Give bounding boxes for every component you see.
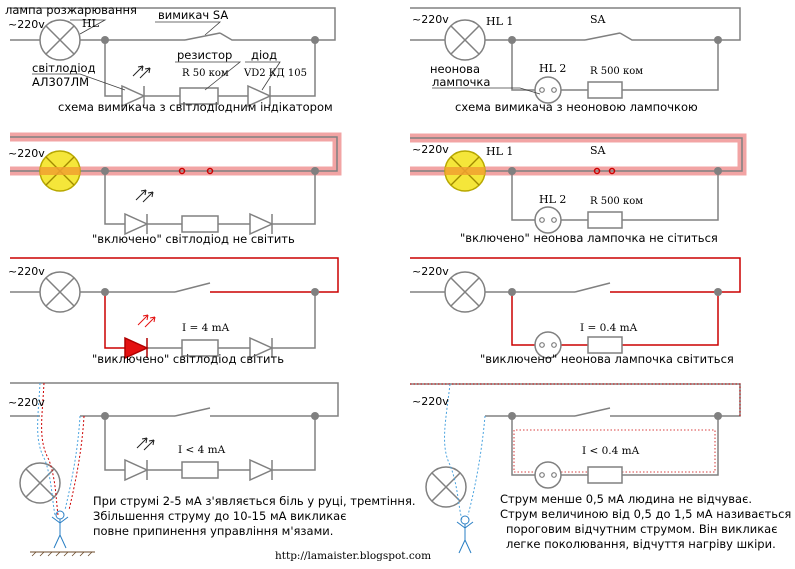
voltage-label: ~220v	[412, 143, 449, 156]
lamp-off-icon	[39, 271, 81, 313]
voltage-label: ~220v	[8, 18, 45, 31]
led-model: АЛ307ЛМ	[32, 75, 89, 89]
panel-1-led-indicator: ~220v лампа розжарювання HL вимикач SA с…	[5, 3, 336, 114]
led-icon	[124, 213, 148, 235]
lamp-id: HL 1	[486, 145, 513, 158]
panel-3-switch-on-led: ~220v "включено" світлодіод не світить	[8, 132, 342, 246]
switch-id: SA	[590, 13, 607, 26]
voltage-label: ~220v	[8, 147, 45, 160]
resistor-icon	[587, 336, 623, 354]
lamp-id: HL	[82, 17, 100, 30]
led-label: світлодіод	[32, 61, 96, 75]
panel-2-caption: схема вимикача з неоновою лампочкою	[455, 100, 698, 114]
current-label: I = 0.4 mA	[580, 322, 638, 334]
panel-2-neon-indicator: ~220v HL 1 SA неонова лампочка HL 2 R 50…	[410, 7, 741, 114]
panel-7-touch-led: ~220v I < 4 mA При струмі 2-5 мА з'являє…	[8, 382, 416, 557]
switch-id: SA	[590, 144, 607, 157]
panel-1-caption: схема вимикача з світлодіодним індікатор…	[58, 100, 333, 114]
info-text-1: Струм менше 0,5 мА людина не відчуває.	[500, 492, 752, 506]
resistor-icon	[181, 339, 219, 357]
info-text-4: легке поколювання, відчуття нагріву шкір…	[506, 537, 776, 551]
neon-label: неонова	[430, 62, 480, 76]
info-text-2: Струм величиною від 0,5 до 1,5 мА назива…	[500, 507, 791, 521]
diode-label: діод	[251, 48, 277, 62]
light-emission-icon	[135, 189, 154, 203]
lamp-id: HL 1	[486, 15, 513, 28]
current-label: I < 0.4 mA	[582, 445, 640, 457]
lamp-label: лампа розжарювання	[5, 3, 137, 17]
led-icon	[124, 459, 148, 481]
lamp-off-icon	[425, 466, 467, 508]
resistor-label: резистор	[177, 48, 232, 62]
diode-icon	[249, 213, 273, 235]
panel-6-caption: "виключено" неонова лампочка світиться	[480, 352, 734, 366]
resistor-value: R 500 ком	[590, 66, 643, 77]
light-emission-icon	[137, 314, 156, 328]
neon-lamp-icon	[534, 206, 562, 234]
current-label: I < 4 mA	[178, 444, 226, 456]
neon-id: HL 2	[539, 62, 566, 75]
info-text-2: Збільшення струму до 10-15 мА викликає	[93, 509, 347, 523]
light-emission-icon	[132, 65, 151, 79]
info-text-3: повне припинення управління м'язами.	[93, 524, 333, 538]
voltage-label: ~220v	[412, 13, 449, 26]
light-emission-icon	[136, 437, 155, 451]
resistor-value: R 50 ком	[182, 68, 229, 79]
touch-current-path	[444, 383, 463, 521]
panel-4-switch-on-neon: ~220v HL 1 SA HL 2 R 500 ком "включено" …	[410, 133, 747, 245]
panel-3-caption: "включено" світлодіод не світить	[92, 232, 295, 246]
neon-id: HL 2	[539, 193, 566, 206]
resistor-icon	[181, 215, 219, 233]
resistor-icon	[587, 81, 623, 99]
voltage-label: ~220v	[8, 265, 45, 278]
diode-id: VD2 КД 105	[243, 68, 307, 79]
lamp-hl1-icon	[444, 19, 486, 61]
neon-lamp-icon	[534, 461, 562, 489]
neon-label-2: лампочка	[432, 75, 490, 89]
person-icon	[456, 515, 474, 554]
panel-5-caption: "виключено" світлодіод світить	[92, 352, 284, 366]
current-label: I = 4 mA	[182, 322, 230, 334]
switch-label: вимикач SA	[158, 8, 228, 22]
resistor-value: R 500 ком	[590, 196, 643, 207]
lamp-off-icon	[444, 271, 486, 313]
resistor-icon	[587, 211, 623, 229]
panel-5-switch-off-led: ~220v I = 4 mA "виключено" світлодіод св…	[8, 257, 339, 366]
voltage-label: ~220v	[412, 265, 449, 278]
resistor-icon	[587, 466, 623, 484]
person-icon	[51, 510, 69, 549]
lamp-off-icon	[19, 462, 61, 504]
incandescent-lamp-icon	[39, 19, 81, 61]
resistor-icon	[181, 461, 219, 479]
panel-4-caption: "включено" неонова лампочка не сітиться	[460, 231, 718, 245]
resistor-icon	[179, 87, 219, 105]
panel-8-touch-neon: ~220v I < 0.4 mA Струм менше 0,5 мА люди…	[410, 383, 791, 554]
info-text-3: пороговим відчутним струмом. Він виклика…	[506, 522, 778, 536]
voltage-label: ~220v	[412, 395, 449, 408]
footer-url: http://lamaister.blogspot.com	[275, 550, 431, 562]
panel-6-switch-off-neon: ~220v I = 0.4 mA "виключено" неонова лам…	[410, 257, 741, 366]
voltage-label: ~220v	[8, 396, 45, 409]
diode-icon	[249, 459, 273, 481]
info-text-1: При струмі 2-5 мА з'являється біль у руц…	[93, 494, 416, 508]
